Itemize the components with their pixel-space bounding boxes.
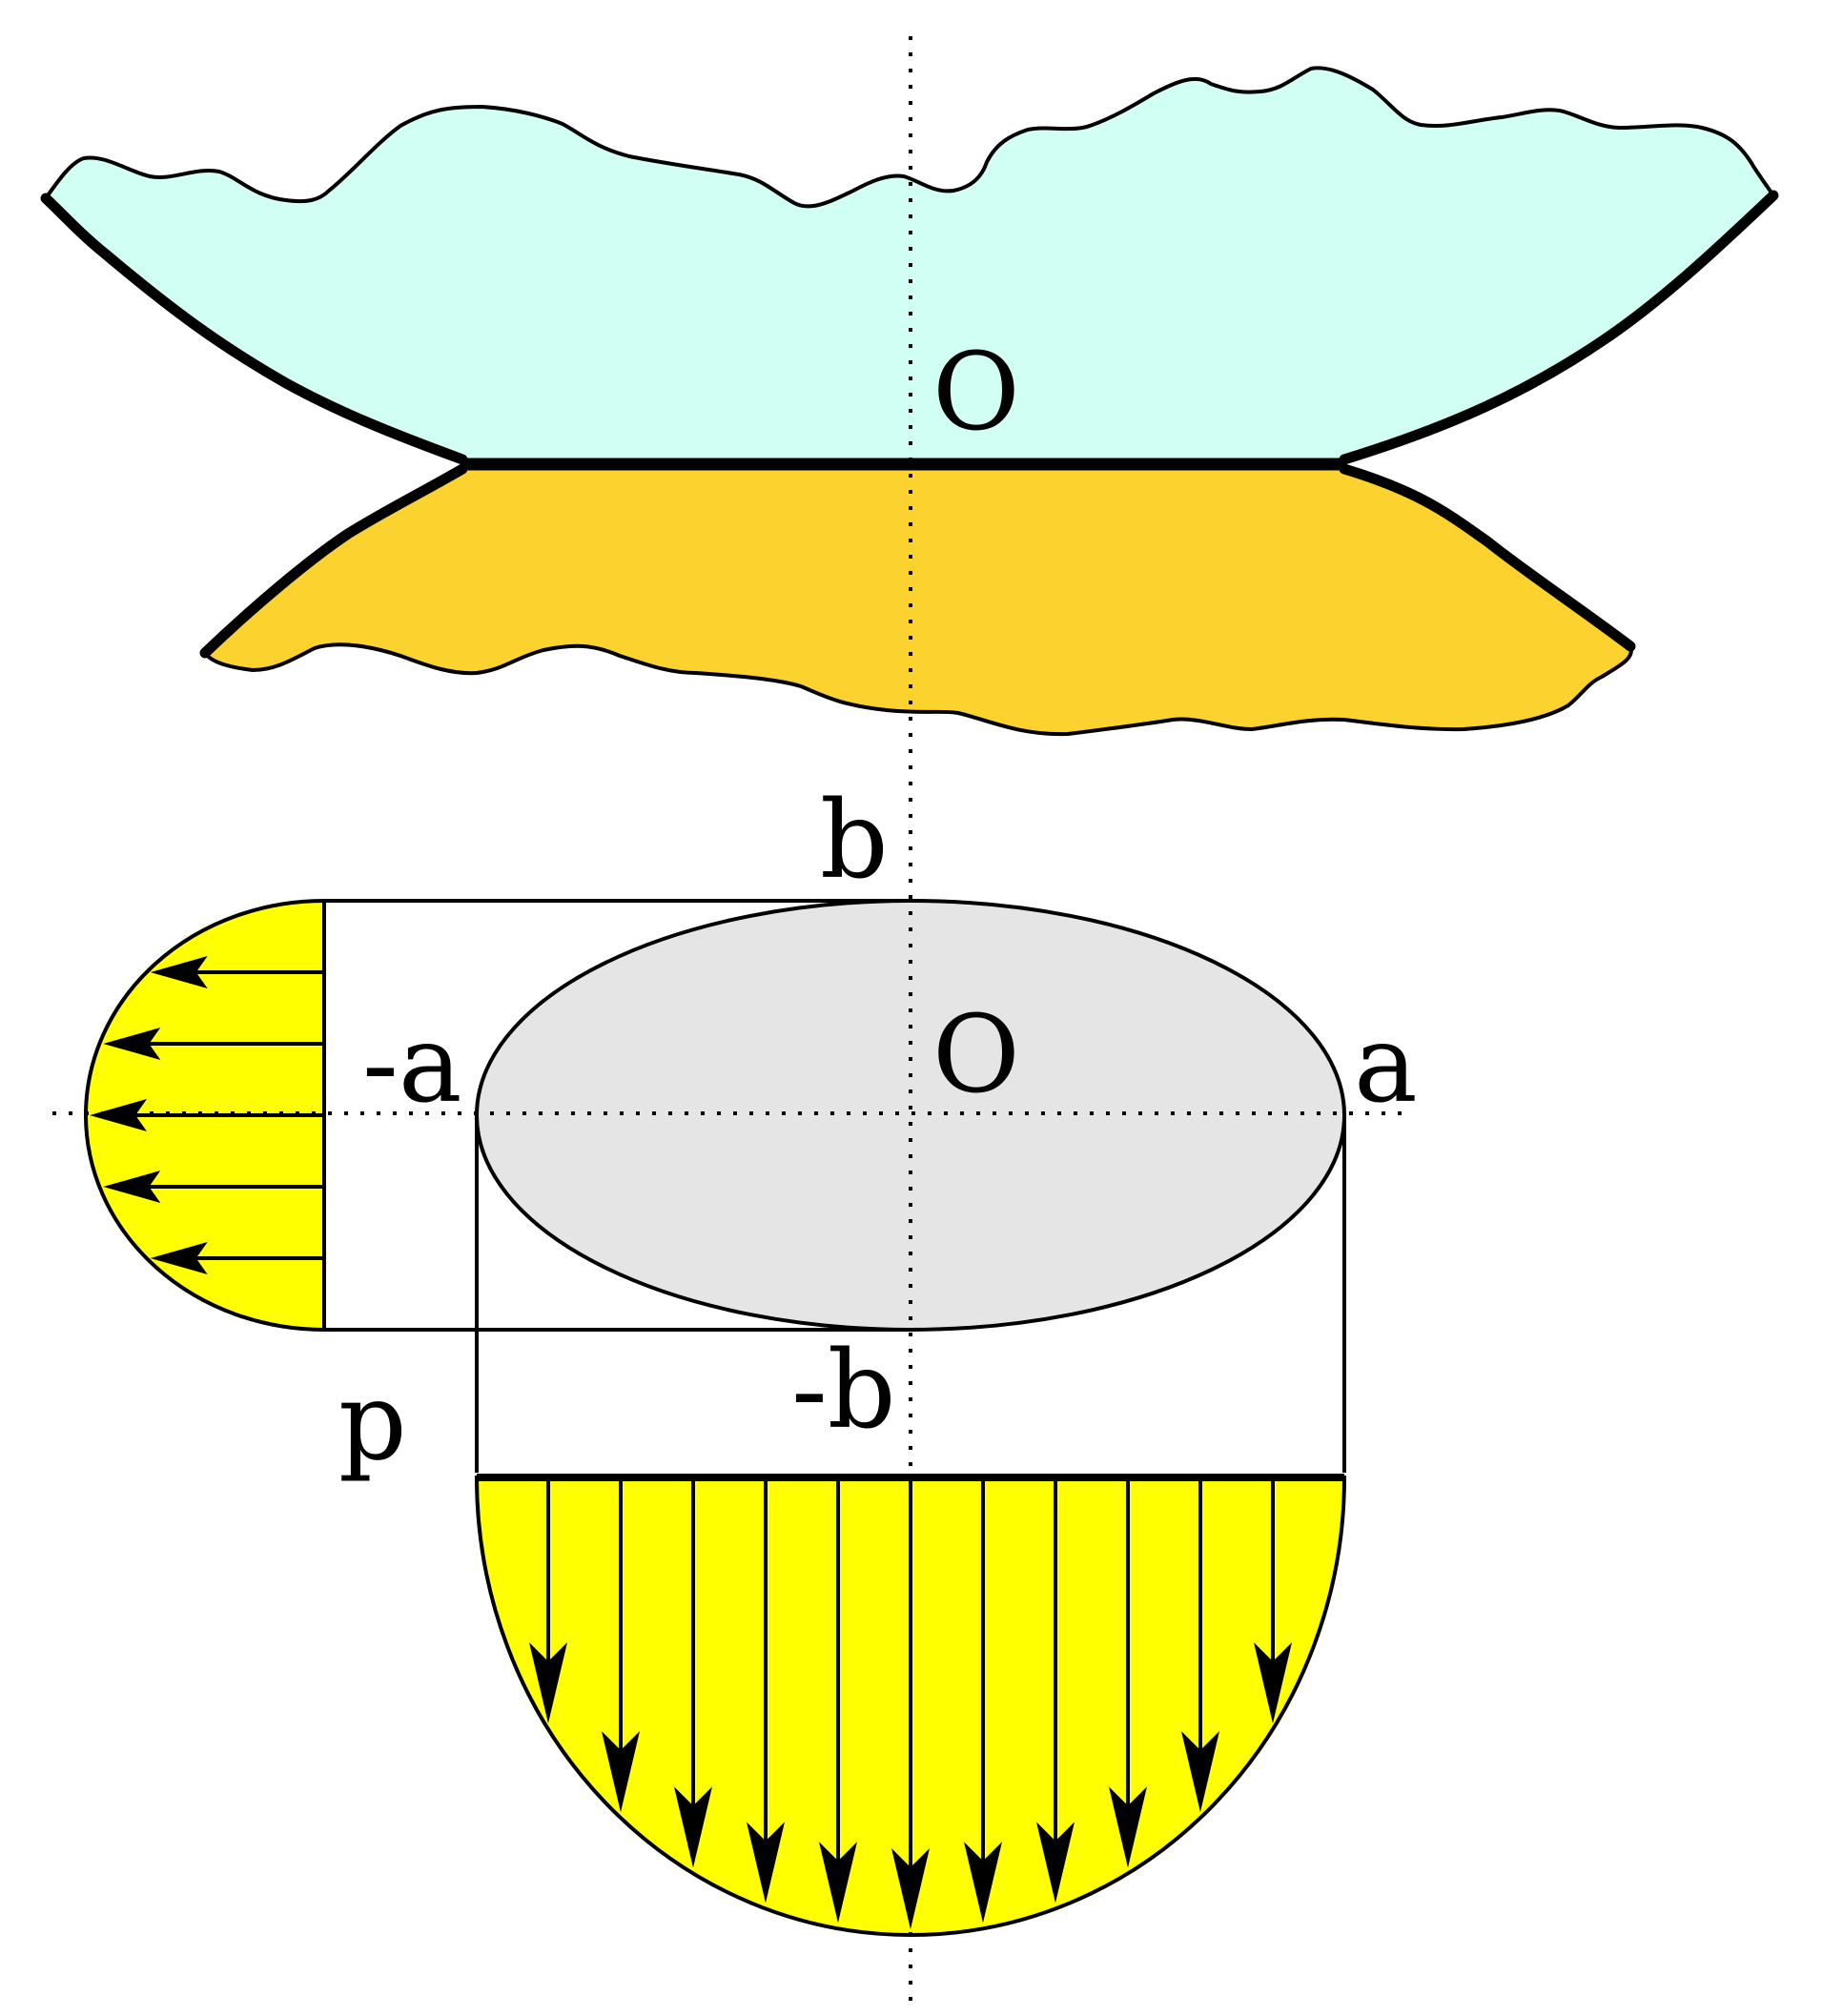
pressure-arrow-bottom-head	[1181, 1731, 1219, 1813]
pressure-arrow-bottom-head	[674, 1786, 712, 1868]
pressure-arrow-bottom-head	[529, 1641, 567, 1723]
pressure-arrow-left-head	[150, 956, 208, 988]
pressure-arrow-bottom-head	[602, 1731, 640, 1813]
pressure-arrow-bottom-head	[891, 1848, 930, 1929]
pressure-arrow-bottom-head	[1109, 1786, 1147, 1868]
lower-body-rough-edge	[203, 642, 1633, 737]
pressure-arrow-left-head	[103, 1028, 161, 1060]
upper-body-surface	[40, 190, 1779, 465]
contact-area	[324, 899, 1346, 1473]
label-p: p	[338, 1360, 407, 1484]
label-origin-bottom: O	[932, 993, 1020, 1117]
pressure-arrow-bottom-head	[1254, 1641, 1292, 1723]
pressure-arrow-bottom-head	[819, 1842, 857, 1924]
pressure-arrow-bottom-head	[747, 1822, 785, 1904]
pressure-arrow-left-head	[150, 1242, 208, 1274]
lower-body-surface	[199, 463, 1636, 659]
label-origin-top: O	[932, 331, 1020, 455]
pressure-arrows-bottom	[529, 1479, 1292, 1929]
pressure-arrow-bottom-head	[964, 1842, 1002, 1924]
label-neg-b: -b	[791, 1329, 896, 1453]
pressure-profile-left	[84, 898, 326, 1333]
upper-body-rough-edge	[44, 66, 1775, 209]
label-neg-a: -a	[362, 1003, 462, 1127]
pressure-arrow-left-head	[103, 1171, 161, 1203]
label-a: a	[1354, 1003, 1418, 1127]
lower-body	[199, 463, 1636, 737]
lower-body-shape	[205, 469, 1631, 735]
pressure-arrow-bottom-head	[1036, 1822, 1075, 1904]
label-b: b	[820, 779, 889, 903]
